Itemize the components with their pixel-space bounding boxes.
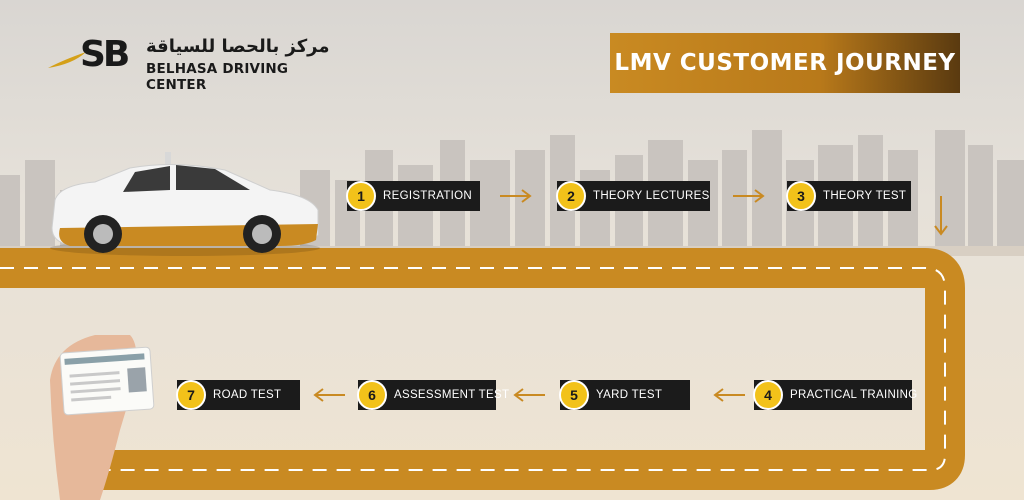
step-1: 1 REGISTRATION bbox=[346, 181, 480, 211]
step-number-badge: 7 bbox=[176, 380, 206, 410]
car-illustration bbox=[50, 152, 320, 256]
logo-arabic-text: مركز بالحصا للسياقة bbox=[146, 36, 330, 57]
step-2: 2 THEORY LECTURES bbox=[556, 181, 710, 211]
hand-holding-license-illustration bbox=[50, 335, 155, 500]
step-7: 7 ROAD TEST bbox=[176, 380, 300, 410]
logo-mark: SB bbox=[80, 34, 130, 75]
step-3: 3 THEORY TEST bbox=[786, 181, 911, 211]
step-number-badge: 5 bbox=[559, 380, 589, 410]
step-number-badge: 6 bbox=[357, 380, 387, 410]
step-label: THEORY LECTURES bbox=[593, 190, 710, 202]
step-5: 5 YARD TEST bbox=[559, 380, 690, 410]
title-banner: LMV CUSTOMER JOURNEY bbox=[610, 33, 960, 93]
step-number-badge: 4 bbox=[753, 380, 783, 410]
step-label: YARD TEST bbox=[596, 389, 663, 401]
step-label: ROAD TEST bbox=[213, 389, 282, 401]
step-number-badge: 2 bbox=[556, 181, 586, 211]
step-number-badge: 1 bbox=[346, 181, 376, 211]
wing-icon bbox=[48, 52, 86, 68]
flow-arrows bbox=[313, 189, 948, 402]
belhasa-logo: SB مركز بالحصا للسياقة BELHASA DRIVING C… bbox=[48, 32, 338, 93]
step-4: 4 PRACTICAL TRAINING bbox=[753, 380, 918, 410]
step-label: PRACTICAL TRAINING bbox=[790, 389, 918, 401]
step-6: 6 ASSESSMENT TEST bbox=[357, 380, 510, 410]
page-title: LMV CUSTOMER JOURNEY bbox=[614, 50, 956, 76]
step-label: REGISTRATION bbox=[383, 190, 473, 202]
logo-english-text: BELHASA DRIVING CENTER bbox=[146, 61, 289, 93]
step-number-badge: 3 bbox=[786, 181, 816, 211]
step-label: THEORY TEST bbox=[823, 190, 907, 202]
step-label: ASSESSMENT TEST bbox=[394, 389, 510, 401]
